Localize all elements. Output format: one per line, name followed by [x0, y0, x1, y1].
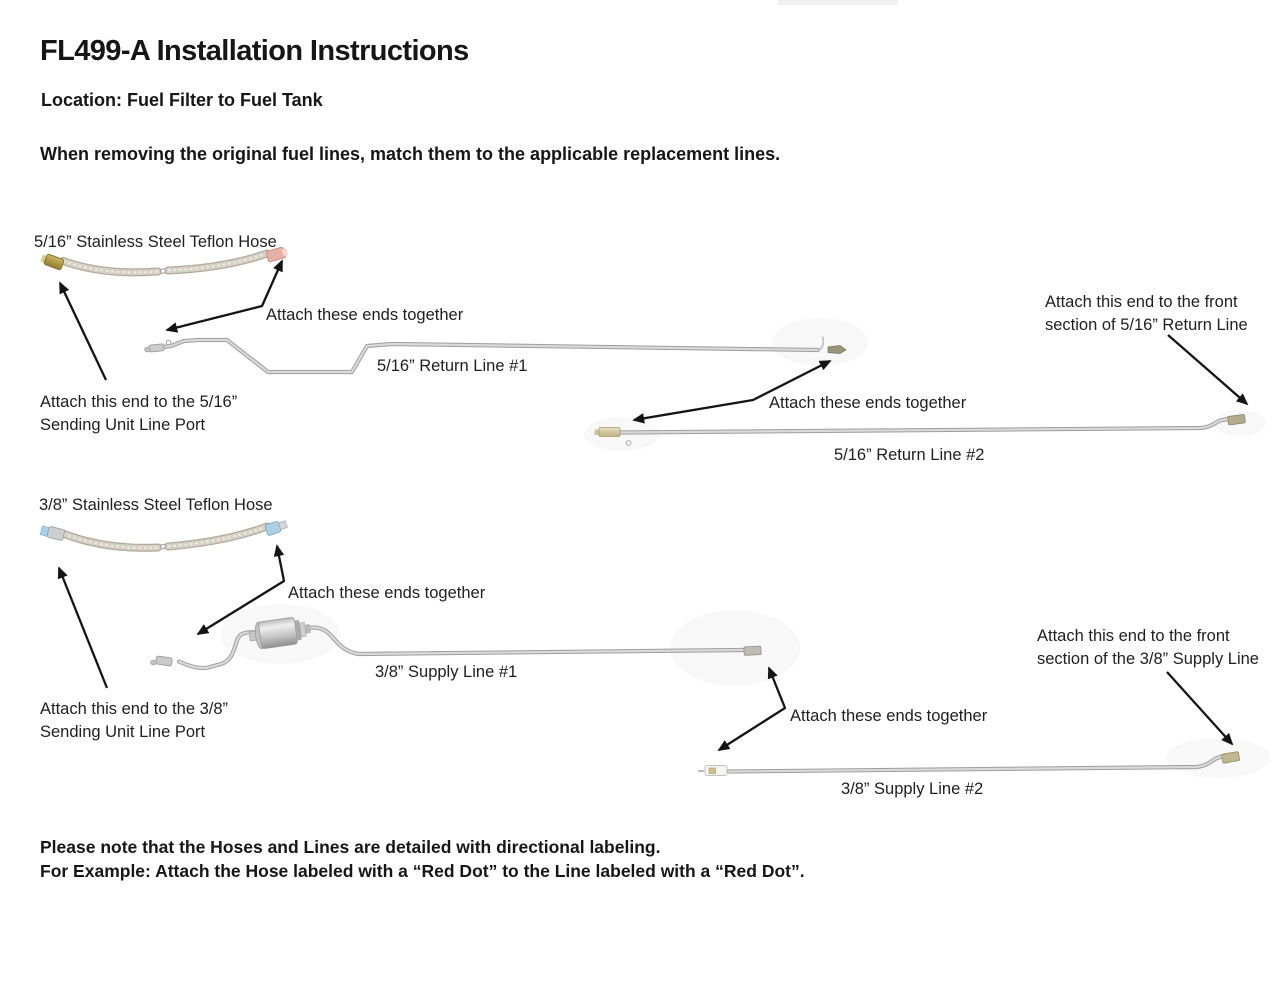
note-line-1: Attach this end to the front	[1037, 627, 1230, 645]
return-line-1-label: 5/16” Return Line #1	[377, 357, 528, 375]
attach-note-lines38: Attach these ends together	[790, 707, 988, 725]
attach-note-hose38: Attach these ends together	[288, 584, 486, 602]
hose-38-label: 3/8” Stainless Steel Teflon Hose	[39, 496, 273, 514]
note-line-1: Attach this end to the 5/16”	[40, 393, 238, 411]
footer-note-2: For Example: Attach the Hose labeled wit…	[40, 861, 805, 881]
intro-instruction: When removing the original fuel lines, m…	[40, 144, 781, 164]
hose-38-illustration	[39, 520, 288, 550]
line1-right-fitting	[827, 345, 847, 354]
blue-dot-fitting-icon	[264, 520, 288, 536]
arrow-hose516-to-line1	[165, 259, 284, 333]
note-line-2: Sending Unit Line Port	[40, 722, 206, 741]
note-line-2: section of 5/16” Return Line	[1045, 315, 1248, 334]
note-line-1: Attach this end to the 3/8”	[40, 700, 229, 718]
return-line-1-illustration	[144, 336, 847, 373]
line1-left-fitting	[148, 343, 165, 353]
scan-artifact-strip	[778, 0, 898, 5]
supply1-right-fitting	[743, 645, 762, 656]
arrow-hose38-to-supply1	[196, 544, 286, 635]
photo-halos	[220, 318, 1270, 778]
arrow-to-supply2-right-end	[1166, 671, 1234, 746]
sending-unit-note-38: Attach this end to the 3/8” Sending Unit…	[40, 698, 228, 743]
arrow-to-hose516-left-end	[58, 281, 108, 381]
annotation-arrows	[57, 259, 1249, 751]
supply-line-1-label: 3/8” Supply Line #1	[375, 663, 518, 681]
footer-note-1: Please note that the Hoses and Lines are…	[40, 837, 661, 857]
supply-line-2-illustration	[698, 751, 1240, 776]
supply2-left-fitting	[704, 765, 728, 776]
supply-line-2-label: 3/8” Supply Line #2	[841, 780, 984, 798]
supply1-left-fitting	[155, 655, 173, 667]
note-line-2: Sending Unit Line Port	[40, 415, 206, 434]
line2-left-fitting	[598, 427, 621, 437]
attach-note-hose516: Attach these ends together	[266, 306, 464, 324]
front-section-note-516: Attach this end to the front section of …	[1045, 291, 1248, 336]
note-line-1: Attach this end to the front	[1045, 293, 1238, 311]
front-section-note-38: Attach this end to the front section of …	[1037, 625, 1259, 670]
arrow-to-line2-right-end	[1167, 334, 1249, 406]
location-subtitle: Location: Fuel Filter to Fuel Tank	[41, 90, 323, 110]
red-dot-fitting-icon	[265, 246, 289, 263]
return-line-2-label: 5/16” Return Line #2	[834, 446, 985, 464]
page-title: FL499-A Installation Instructions	[40, 35, 469, 67]
brass-fitting-icon	[40, 253, 65, 271]
line2-right-fitting	[1227, 414, 1246, 426]
attach-note-lines516: Attach these ends together	[769, 394, 967, 412]
arrow-supply1-to-supply2	[717, 666, 787, 751]
hose-midjoint-ring	[160, 268, 166, 274]
sending-unit-note-516: Attach this end to the 5/16” Sending Uni…	[40, 391, 237, 436]
arrow-line1-to-line2	[632, 359, 832, 424]
return-line-2-illustration	[594, 414, 1246, 446]
hose-516-label: 5/16” Stainless Steel Teflon Hose	[34, 233, 277, 251]
line-end-hook	[817, 336, 825, 351]
hose-midjoint-ring	[160, 543, 166, 550]
supply2-right-fitting	[1221, 751, 1240, 764]
note-line-2: section of the 3/8” Supply Line	[1037, 649, 1259, 668]
blue-dot-fitting-icon	[39, 525, 66, 541]
arrow-to-hose38-left-end	[57, 566, 109, 689]
